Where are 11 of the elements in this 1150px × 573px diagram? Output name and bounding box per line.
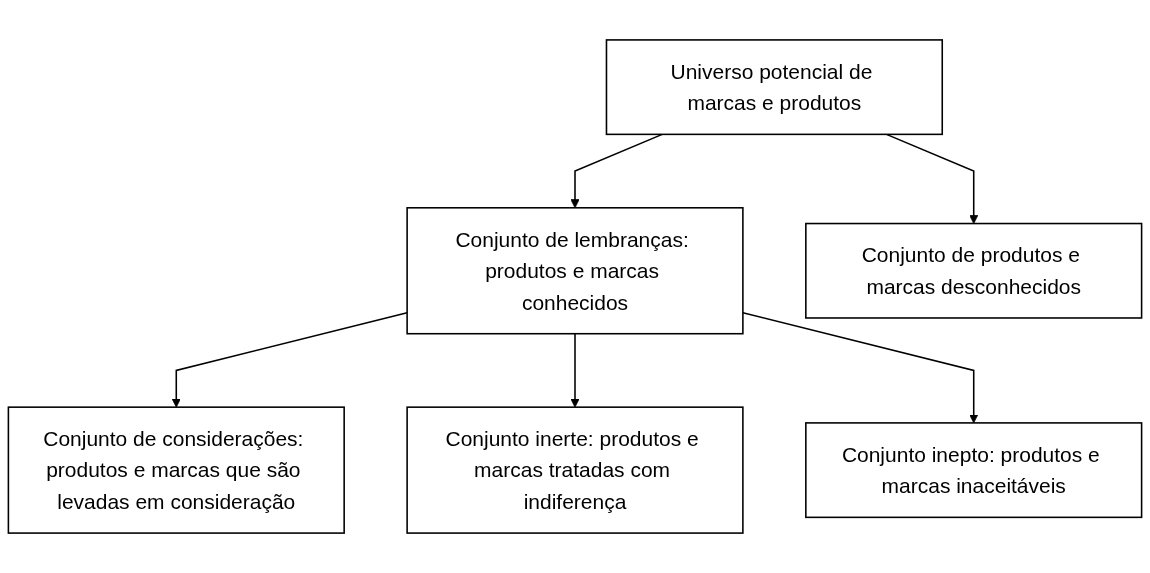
node-box: Conjunto inepto: produtos e marcas inaceitáveis xyxy=(805,422,1143,519)
node-box: Conjunto de lembranças: produtos e marcas conhecidos xyxy=(406,207,744,335)
arrow xyxy=(570,133,663,209)
node-box: Conjunto inerte: produtos e marcas tratadas com indiferença xyxy=(406,406,744,534)
arrow xyxy=(171,311,408,408)
node-box: Conjunto de produtos e marcas desconhecidos xyxy=(805,222,1143,319)
arrow xyxy=(885,133,979,224)
node-box: Conjunto de considerações: produtos e marcas que são levadas em consideração xyxy=(7,406,345,534)
arrow xyxy=(742,311,979,424)
node-box: Universo potencial de marcas e produtos xyxy=(605,39,944,136)
arrow xyxy=(570,332,580,408)
